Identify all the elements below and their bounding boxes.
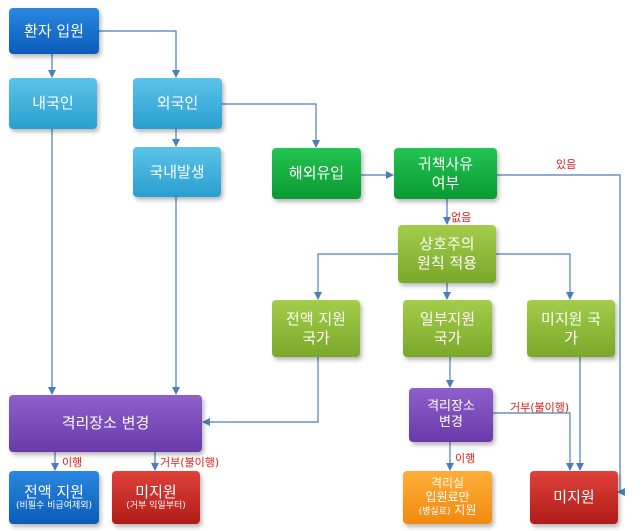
no-support-country-box: 미지원 국 가 — [527, 300, 615, 357]
isolation-room-line1: 격리실 — [430, 475, 465, 490]
reciprocity-line1: 상호주의 — [419, 235, 475, 254]
fault-reason-line1: 귀책사유 — [417, 154, 474, 173]
full-support-box: 전액 지원 (비필수 비급여제외) — [9, 471, 99, 524]
no-support-right-label: 미지원 — [553, 488, 595, 507]
admission-box: 환자 입원 — [9, 8, 99, 54]
arrow-admission-foreigner — [99, 30, 180, 78]
arrow-foreigner-overseas — [222, 103, 320, 148]
no-support-country-line1: 미지원 국 — [541, 309, 601, 328]
fault-reason-box: 귀책사유 여부 — [394, 148, 497, 199]
fault-reason-line2: 여부 — [431, 173, 460, 192]
isolation-change-small-box: 격리장소 변경 — [409, 388, 493, 442]
foreigner-label: 외국인 — [156, 94, 199, 113]
no-support-left-label: 미지원 — [135, 482, 177, 501]
isolation-room-line3-note: (병실료) — [418, 507, 451, 518]
reciprocity-box: 상호주의 원칙 적용 — [398, 225, 496, 283]
arrow-isolation-small-nosupport — [493, 412, 574, 471]
overseas-inflow-label: 해외유입 — [288, 164, 345, 183]
arrow-full-isolation — [202, 357, 319, 426]
arrow-fault-nosupport-right — [497, 174, 625, 496]
overseas-inflow-box: 해외유입 — [272, 148, 361, 199]
partial-support-country-box: 일부지원 국가 — [403, 300, 492, 357]
no-support-left-note: (거부 익일부터) — [126, 501, 186, 512]
label-exists: 있음 — [556, 158, 577, 171]
no-support-right-box: 미지원 — [530, 471, 618, 524]
label-comply-left: 이행 — [62, 456, 83, 469]
no-support-left-box: 미지원 (거부 익일부터) — [112, 471, 200, 524]
isolation-change-small-line1: 격리장소 — [427, 398, 475, 414]
reciprocity-line2: 원칙 적용 — [417, 254, 477, 272]
full-support-country-line2: 국가 — [302, 328, 330, 347]
local-origin-label: 국내발생 — [149, 162, 205, 181]
domestic-box: 내국인 — [9, 78, 97, 129]
isolation-change-main-label: 격리장소 변경 — [61, 414, 150, 433]
isolation-room-line2: 입원료만 — [425, 489, 470, 504]
no-support-country-line2: 가 — [564, 328, 578, 347]
isolation-room-line3: (병실료) 지원 — [418, 503, 477, 518]
local-origin-box: 국내발생 — [133, 147, 221, 197]
admission-label: 환자 입원 — [24, 21, 84, 40]
isolation-change-small-line2: 변경 — [439, 415, 463, 430]
label-refuse-right: 거부(불이행) — [510, 401, 570, 414]
partial-support-country-line1: 일부지원 — [419, 309, 476, 328]
isolation-room-line3-text: 지원 — [454, 503, 477, 518]
full-support-note: (비필수 비급여제외) — [15, 501, 93, 512]
isolation-room-box: 격리실 입원료만 (병실료) 지원 — [403, 471, 492, 524]
full-support-country-line1: 전액 지원 — [286, 309, 346, 328]
label-refuse-left: 거부(불이행) — [160, 456, 220, 469]
partial-support-country-line2: 국가 — [433, 328, 462, 347]
arrow-reciprocity-full — [314, 253, 398, 300]
isolation-change-main-box: 격리장소 변경 — [9, 395, 202, 452]
full-support-label: 전액 지원 — [24, 482, 84, 501]
label-none: 없음 — [451, 211, 472, 224]
arrow-reciprocity-nosupport — [496, 253, 574, 300]
foreigner-box: 외국인 — [133, 78, 222, 129]
label-comply-right: 이행 — [455, 452, 476, 465]
domestic-label: 내국인 — [32, 94, 74, 113]
full-support-country-box: 전액 지원 국가 — [272, 300, 360, 357]
